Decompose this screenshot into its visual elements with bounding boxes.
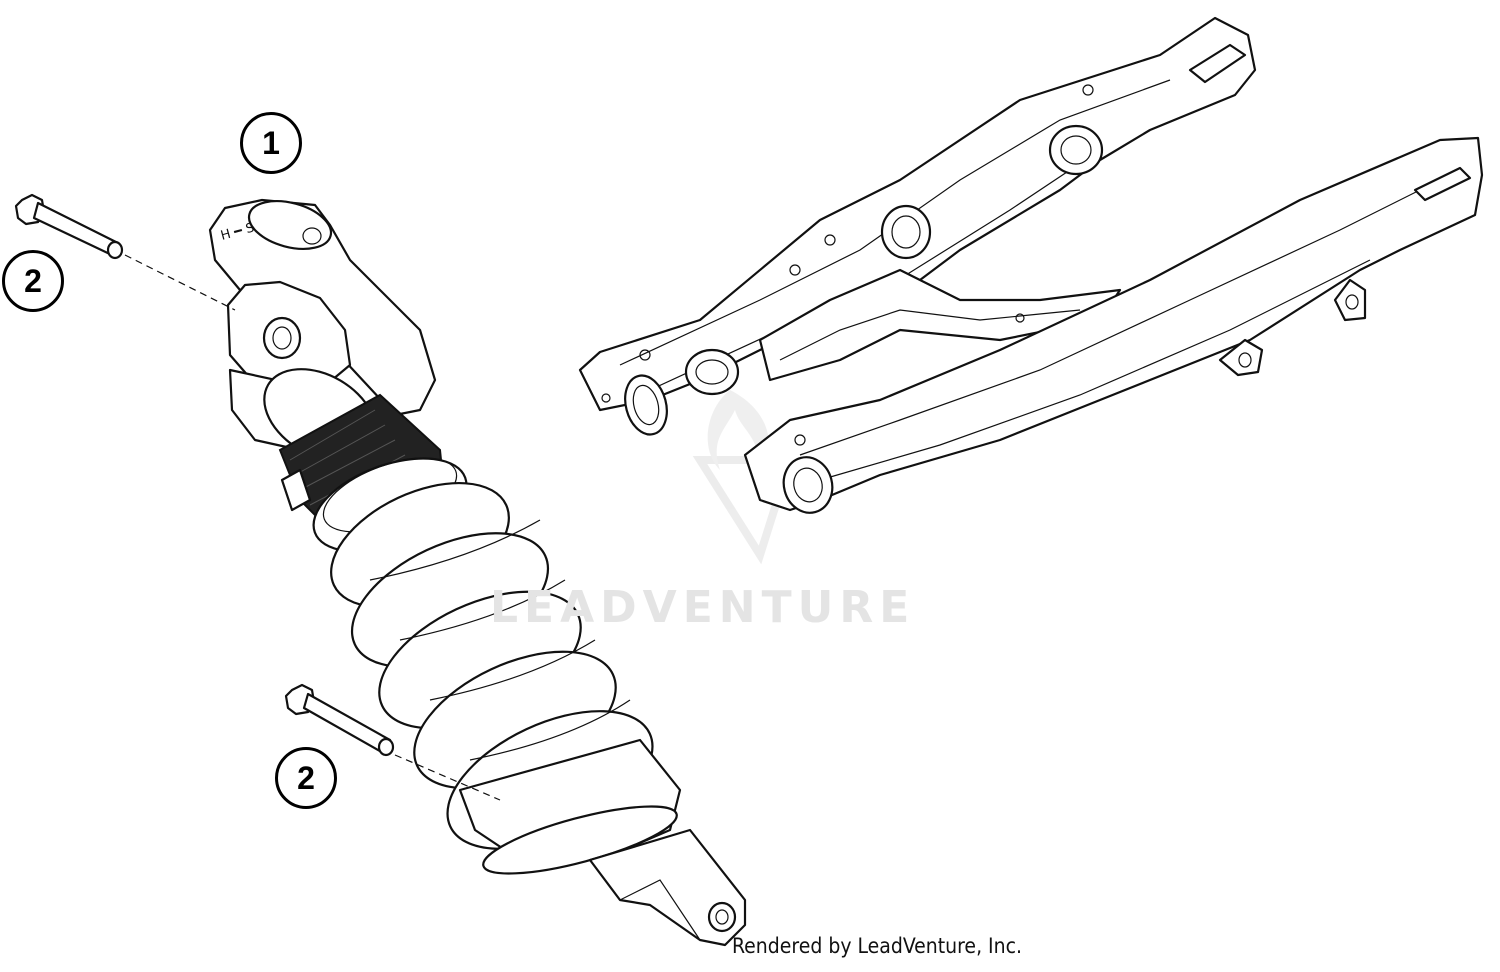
shock-absorber: H ━ S bbox=[208, 198, 747, 947]
swingarm bbox=[578, 16, 1484, 514]
callout-lower-bolt[interactable]: 2 bbox=[275, 747, 337, 809]
watermark-logo-icon bbox=[692, 390, 796, 565]
callout-upper-bolt[interactable]: 2 bbox=[2, 250, 64, 312]
callout-shock-absorber[interactable]: 1 bbox=[240, 112, 302, 174]
lower-mounting-bolt bbox=[284, 683, 395, 757]
upper-mounting-bolt bbox=[14, 193, 124, 260]
callout-label: 1 bbox=[262, 124, 280, 161]
callout-label: 2 bbox=[297, 759, 315, 796]
upper-bolt-axis-line bbox=[124, 254, 236, 311]
callout-label: 2 bbox=[24, 262, 42, 299]
render-credit: Rendered by LeadVenture, Inc. bbox=[732, 934, 1022, 958]
